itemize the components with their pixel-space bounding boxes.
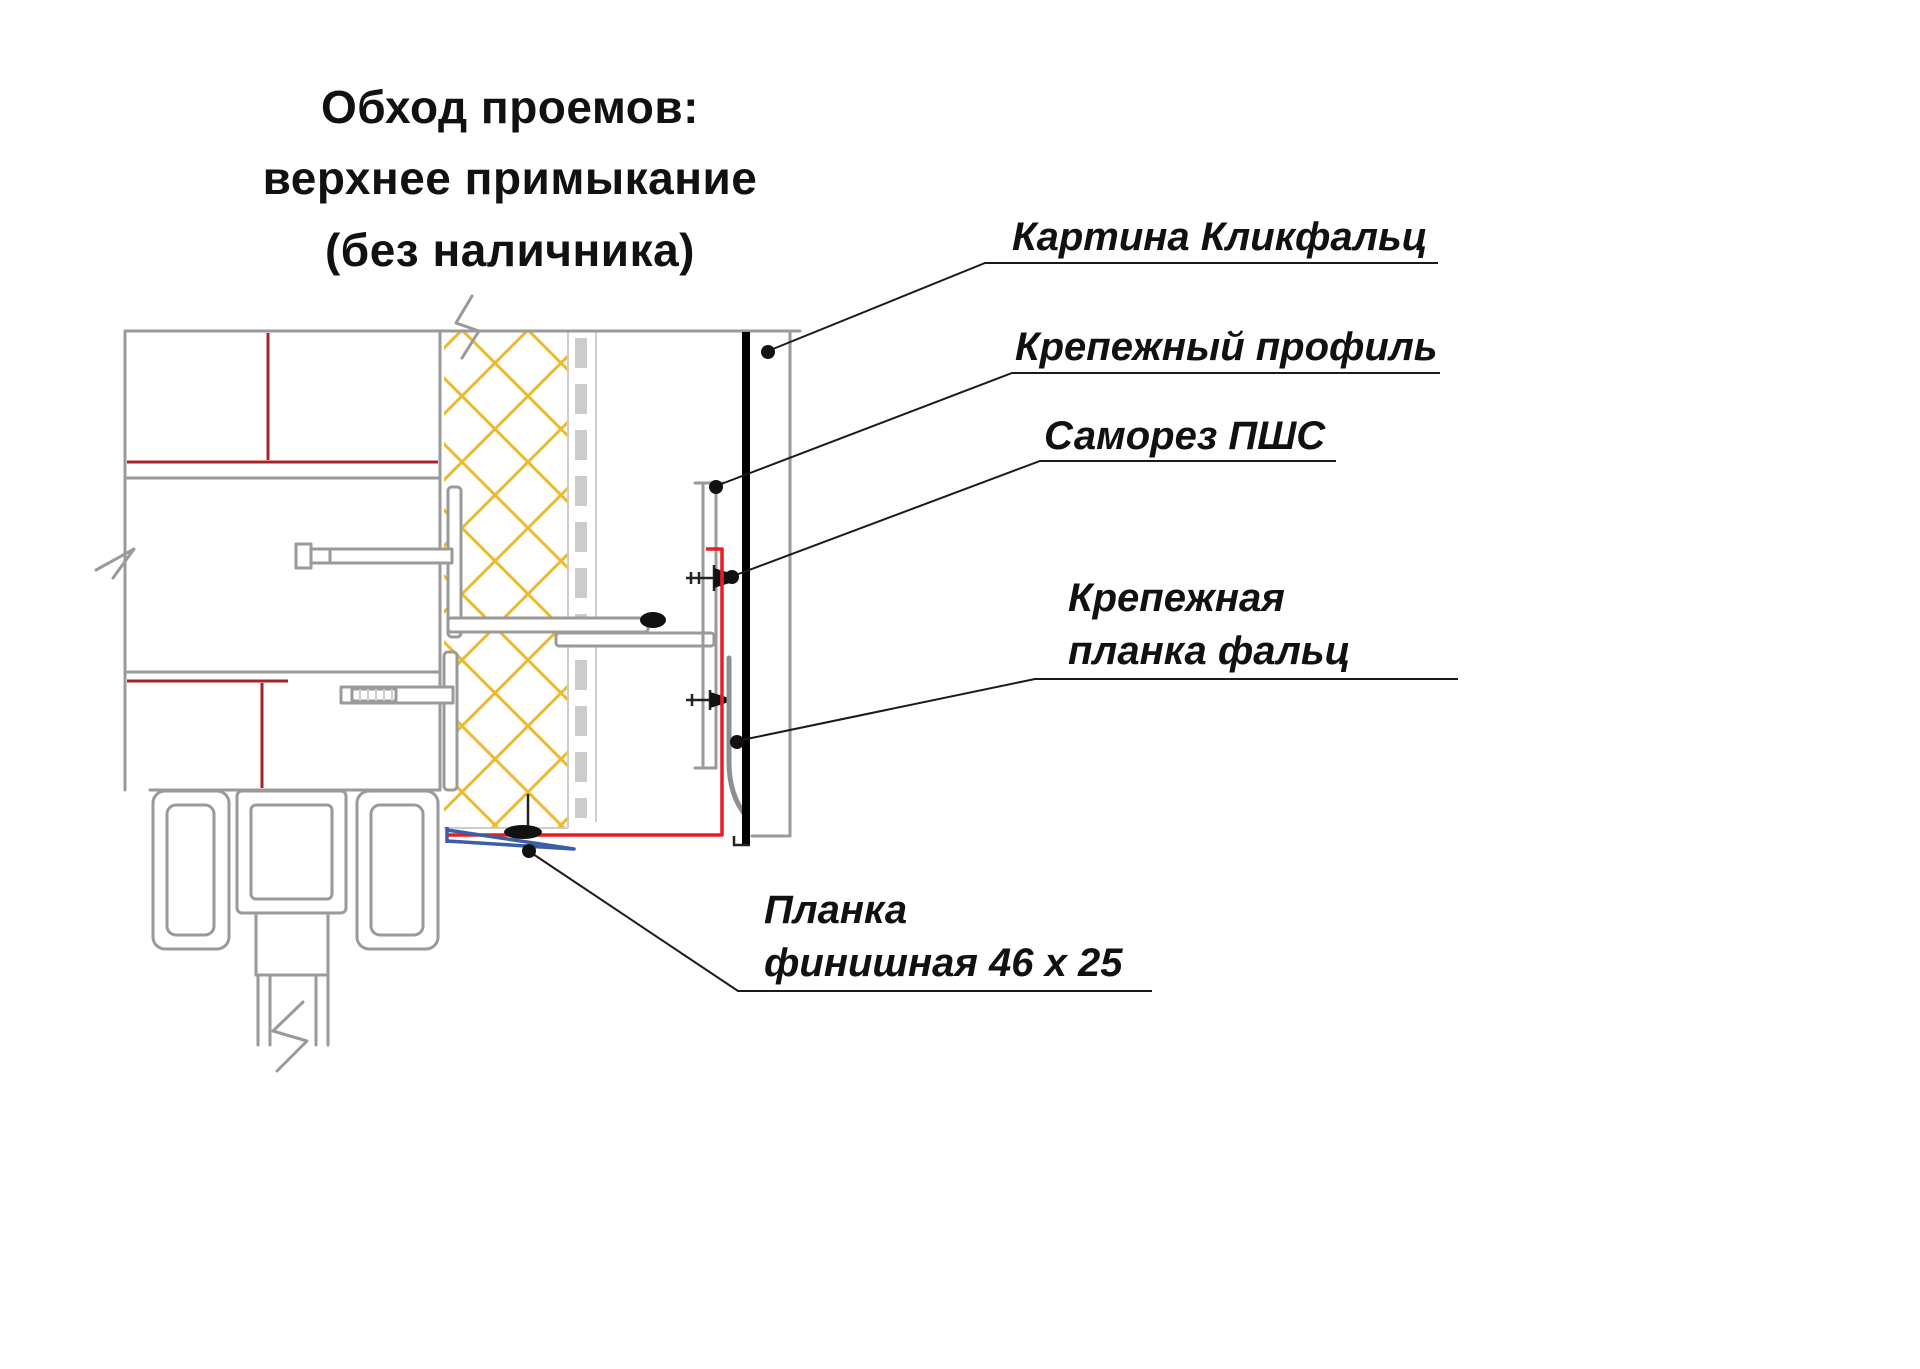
title-line3: (без наличника)	[324, 223, 696, 276]
insulation-layer	[444, 331, 569, 829]
title-line1: Обход проемов:	[320, 81, 700, 133]
klickfalz-panel	[732, 329, 792, 847]
finish-strip	[445, 827, 576, 851]
bolt-head	[640, 612, 666, 628]
wall-section	[94, 294, 802, 792]
label-screw-pshs: Саморез ПШС	[1044, 414, 1326, 458]
flashing-red	[447, 547, 724, 837]
label-finish-strip-line2: финишная 46 х 25	[764, 941, 1123, 985]
break-mark-bottom	[271, 1000, 309, 1073]
label-finish-strip-line1: Планка	[764, 888, 908, 932]
window-frame	[151, 789, 440, 1073]
membrane-layer	[575, 331, 597, 822]
break-mark-top	[454, 294, 481, 360]
label-clamp-strip-line1: Крепежная	[1068, 576, 1285, 620]
anchor-fasteners	[294, 542, 455, 705]
wall-brackets	[442, 485, 716, 792]
screw-pshs	[686, 565, 736, 710]
label-clamp-strip: Крепежная планка фальц	[1068, 572, 1350, 678]
title-line2: верхнее примыкание	[262, 152, 758, 205]
label-finish-strip: Планка финишная 46 х 25	[764, 884, 1123, 990]
diagram-title: Обход проемов: верхнее примыкание (без н…	[225, 72, 795, 286]
label-clamp-strip-line2: планка фальц	[1068, 629, 1351, 673]
label-fixing-profile: Крепежный профиль	[1015, 325, 1438, 369]
fixing-profile	[693, 481, 725, 770]
label-klickfalz-panel: Картина Кликфальц	[1012, 215, 1428, 259]
sealant	[504, 794, 542, 839]
callout-leaders	[522, 262, 1458, 992]
break-mark-left	[94, 547, 136, 580]
